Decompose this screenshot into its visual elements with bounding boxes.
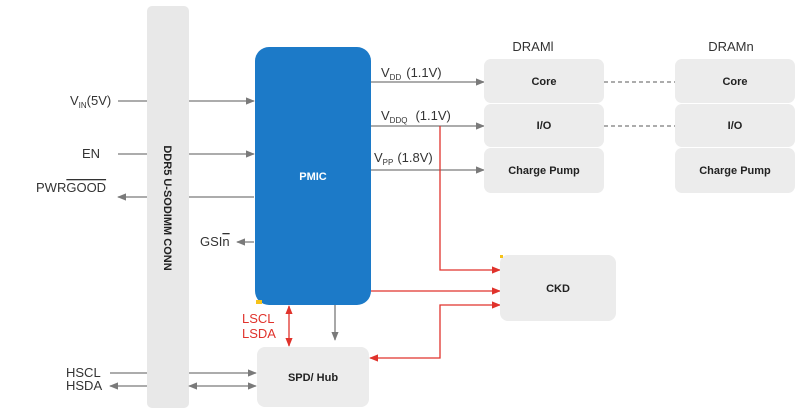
gsi-label: GSIn xyxy=(200,234,230,249)
ckd-block xyxy=(500,255,616,321)
pmic-corner-accent xyxy=(256,300,262,304)
dram1-io-label: I/O xyxy=(537,120,552,132)
vpp-label: VPP(1.8V) xyxy=(374,150,433,167)
hscl-label: HSCL xyxy=(66,365,101,380)
dramn-io-block xyxy=(675,104,795,147)
dramn-charge-pump-block xyxy=(675,148,795,193)
dramn-charge-pump-label: Charge Pump xyxy=(699,165,771,177)
vin-label: VIN(5V) xyxy=(70,93,111,110)
dram-group-1-title: DRAMl xyxy=(512,39,553,54)
ckd-to-spd-line xyxy=(369,301,501,362)
ckd-label: CKD xyxy=(546,283,570,295)
pwr-good-label: PWRGOOD xyxy=(36,180,106,195)
dram-group-n-title: DRAMn xyxy=(708,39,754,54)
dram1-core-label: Core xyxy=(531,76,556,88)
vdd-label: VDD(1.1V) xyxy=(381,65,442,82)
pmic-label: PMIC xyxy=(299,171,327,183)
hsda-label: HSDA xyxy=(66,378,102,393)
dramn-core-block xyxy=(675,59,795,103)
connector-label: DDR5 U-SODIMM CONN xyxy=(161,145,173,270)
dramn-core-label: Core xyxy=(722,76,747,88)
vddq-label: VDDQ(1.1V) xyxy=(381,108,451,125)
dramn-io-label: I/O xyxy=(728,120,743,132)
connector-bar xyxy=(147,6,189,408)
lscl-label: LSCL xyxy=(242,311,275,326)
dram1-io-block xyxy=(484,104,604,147)
ckd-corner-accent xyxy=(500,255,503,258)
spd-hub-label: SPD/ Hub xyxy=(288,372,338,384)
dram1-charge-pump-label: Charge Pump xyxy=(508,165,580,177)
dram1-core-block xyxy=(484,59,604,103)
vddq-to-ckd-line xyxy=(439,126,501,274)
en-label: EN xyxy=(82,146,100,161)
pmic-block xyxy=(255,47,371,305)
lsda-label: LSDA xyxy=(242,326,276,341)
dram1-charge-pump-block xyxy=(484,148,604,193)
spd-hub-block xyxy=(257,347,369,407)
